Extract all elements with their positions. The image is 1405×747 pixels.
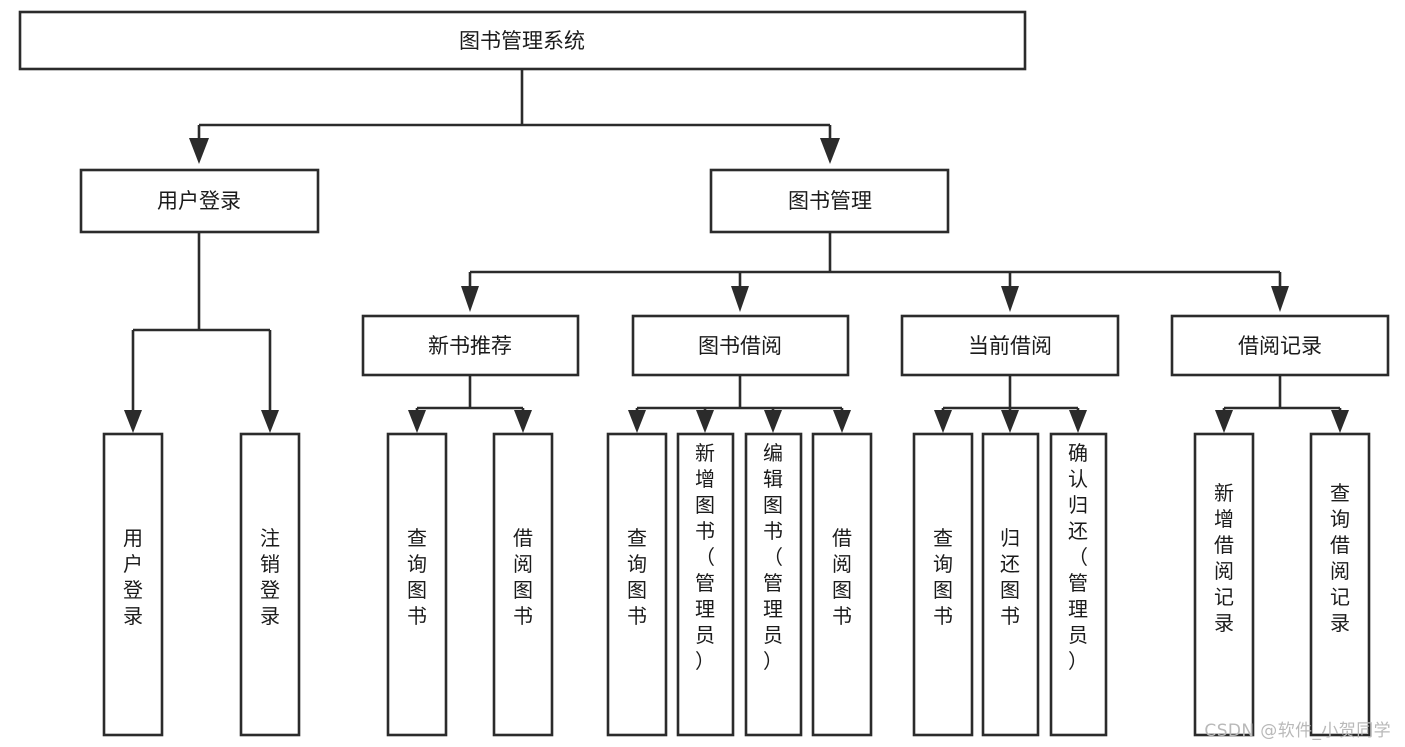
node-leaf-logout-label: 注销登录 (260, 526, 280, 628)
node-leaf-add-record-box[interactable] (1193, 432, 1255, 737)
node-leaf-borrow-book-2-label: 借阅图书 (832, 526, 852, 628)
node-root-label: 图书管理系统 (459, 29, 585, 53)
node-book-management-label: 图书管理 (788, 189, 872, 213)
node-current-borrow[interactable]: 当前借阅 (900, 314, 1120, 377)
node-borrow-record[interactable]: 借阅记录 (1170, 314, 1390, 377)
node-new-book-recommend-label: 新书推荐 (428, 334, 512, 358)
node-book-borrow-box[interactable] (631, 314, 850, 377)
node-leaf-return-book[interactable]: 归还图书 (981, 432, 1040, 737)
node-user-login[interactable]: 用户登录 (79, 168, 320, 234)
node-leaf-user-login-label: 用户登录 (123, 526, 143, 628)
connector-group-new-book (408, 375, 532, 433)
connector-group-current-borrow (934, 375, 1087, 433)
node-leaf-query-record-label: 查询借阅记录 (1330, 481, 1350, 635)
arrow-cb-leaf-2 (1001, 410, 1019, 433)
arrow-cb-leaf-3 (1069, 410, 1087, 433)
node-leaf-edit-book[interactable]: 编辑图书（管理员） (744, 432, 803, 737)
arrow-user-login-leaf-1 (124, 410, 142, 433)
node-leaf-query-book-2-box[interactable] (606, 432, 668, 737)
node-leaf-add-book-label: 新增图书（管理员） (695, 441, 715, 673)
node-leaf-add-record-label: 新增借阅记录 (1214, 481, 1234, 635)
arrow-br-leaf-2 (1331, 410, 1349, 433)
node-leaf-add-book-box[interactable] (676, 432, 735, 737)
node-leaf-query-book-2-label: 查询图书 (627, 526, 647, 628)
node-leaf-user-login[interactable]: 用户登录 (102, 432, 164, 737)
arrow-bm-to-book-borrow (731, 286, 749, 312)
node-leaf-return-book-box[interactable] (981, 432, 1040, 737)
node-leaf-edit-book-label: 编辑图书（管理员） (763, 441, 783, 673)
node-leaf-confirm-return-label: 确认归还（管理员） (1068, 441, 1088, 673)
connector-group-book-management (461, 232, 1289, 312)
node-book-management-box[interactable] (709, 168, 950, 234)
node-user-login-box[interactable] (79, 168, 320, 234)
node-new-book-recommend[interactable]: 新书推荐 (361, 314, 580, 377)
arrow-cb-leaf-1 (934, 410, 952, 433)
node-leaf-query-book-2[interactable]: 查询图书 (606, 432, 668, 737)
csdn-watermark: CSDN @软件_小贺同学 (1204, 721, 1391, 741)
node-user-login-label: 用户登录 (157, 189, 241, 213)
arrow-bb-leaf-2 (696, 410, 714, 433)
node-current-borrow-label: 当前借阅 (968, 334, 1052, 358)
node-leaf-borrow-book-2-box[interactable] (811, 432, 873, 737)
node-borrow-record-box[interactable] (1170, 314, 1390, 377)
node-root[interactable]: 图书管理系统 (18, 10, 1027, 71)
node-leaf-query-book-3-box[interactable] (912, 432, 974, 737)
node-leaf-user-login-box[interactable] (102, 432, 164, 737)
node-leaf-query-record-box[interactable] (1309, 432, 1371, 737)
arrow-nb-leaf-2 (514, 410, 532, 433)
connector-group-user-login (124, 232, 279, 433)
node-book-management[interactable]: 图书管理 (709, 168, 950, 234)
arrow-br-leaf-1 (1215, 410, 1233, 433)
node-book-borrow-label: 图书借阅 (698, 334, 782, 358)
connector-group-borrow-record (1215, 375, 1349, 433)
node-leaf-logout[interactable]: 注销登录 (239, 432, 301, 737)
node-leaf-confirm-return-box[interactable] (1049, 432, 1108, 737)
arrow-bb-leaf-3 (764, 410, 782, 433)
node-leaf-add-record[interactable]: 新增借阅记录 (1193, 432, 1255, 737)
arrow-root-to-book-management (820, 138, 840, 164)
arrow-bb-leaf-4 (833, 410, 851, 433)
arrow-bm-to-current-borrow (1001, 286, 1019, 312)
arrow-root-to-user-login (189, 138, 209, 164)
node-leaf-return-book-label: 归还图书 (1000, 526, 1020, 628)
node-current-borrow-box[interactable] (900, 314, 1120, 377)
node-book-borrow[interactable]: 图书借阅 (631, 314, 850, 377)
node-root-box[interactable] (18, 10, 1027, 71)
node-leaf-add-book[interactable]: 新增图书（管理员） (676, 432, 735, 737)
node-leaf-borrow-book-1-label: 借阅图书 (513, 526, 533, 628)
connector-group-root (189, 69, 840, 164)
arrow-bb-leaf-1 (628, 410, 646, 433)
node-leaf-confirm-return[interactable]: 确认归还（管理员） (1049, 432, 1108, 737)
node-borrow-record-label: 借阅记录 (1238, 334, 1322, 358)
arrow-nb-leaf-1 (408, 410, 426, 433)
node-leaf-borrow-book-1[interactable]: 借阅图书 (492, 432, 554, 737)
node-leaf-query-book-1-label: 查询图书 (407, 526, 427, 628)
node-leaf-edit-book-box[interactable] (744, 432, 803, 737)
node-leaf-borrow-book-2[interactable]: 借阅图书 (811, 432, 873, 737)
node-leaf-query-book-1[interactable]: 查询图书 (386, 432, 448, 737)
node-leaf-logout-box[interactable] (239, 432, 301, 737)
arrow-bm-to-new-book (461, 286, 479, 312)
arrow-bm-to-borrow-record (1271, 286, 1289, 312)
node-leaf-query-book-3[interactable]: 查询图书 (912, 432, 974, 737)
connector-group-book-borrow (628, 375, 851, 433)
arrow-user-login-leaf-2 (261, 410, 279, 433)
node-leaf-borrow-book-1-box[interactable] (492, 432, 554, 737)
node-new-book-recommend-box[interactable] (361, 314, 580, 377)
node-leaf-query-record[interactable]: 查询借阅记录 (1309, 432, 1371, 737)
node-leaf-query-book-1-box[interactable] (386, 432, 448, 737)
node-leaf-query-book-3-label: 查询图书 (933, 526, 953, 628)
